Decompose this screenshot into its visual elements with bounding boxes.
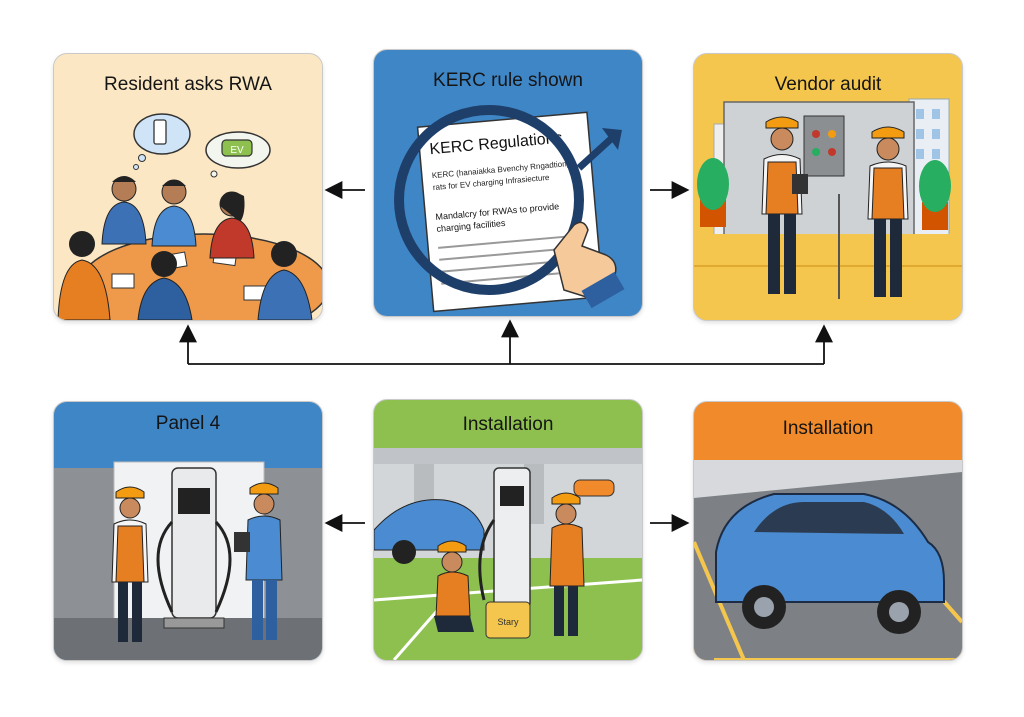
panel-title: KERC rule shown [433,70,583,91]
blue-car [374,499,485,551]
charger-icon [153,119,167,145]
technician-1 [111,486,149,642]
audit-scene [694,98,962,320]
charger-screen [178,488,210,514]
panel-title: Resident asks RWA [104,74,272,95]
resident-person-2 [151,179,197,247]
installer-kneeling [434,540,474,632]
charging-cable [214,520,232,613]
vendor-worker-2 [867,126,909,297]
tablet-icon [234,532,250,552]
resident-person-6 [257,241,313,320]
installation-scene: Stary [374,448,642,660]
breaker-panel [803,115,845,177]
charging-cable [156,520,174,613]
document-scene: KERC Regulations KERC (hanaiakka Bvenchy… [394,105,625,313]
clipboard-icon [792,174,808,194]
orange-car [573,479,615,497]
panel-title: Installation [782,418,874,439]
installer-standing [549,492,585,636]
panel-4: Panel 4 [53,401,323,661]
panel-vendor-audit: Vendor audit [693,53,963,321]
panel-installation-charger: Stary Installation [373,399,643,661]
panel-resident-asks-rwa: Resident asks RWA EV [53,53,323,321]
resident-person-1 [101,176,147,245]
panel-title: Panel 4 [155,413,221,434]
panel-kerc-rule-shown: KERC rule shown KERC Regulations KERC (h… [373,49,643,317]
magnifier-ring-icon [394,105,584,295]
vendor-worker-1 [761,116,808,294]
resident-person-5 [137,251,193,320]
meeting-scene: EV [57,113,322,320]
charger-scene [54,448,322,660]
panel-title: Vendor audit [774,74,882,95]
panel-title: Installation [462,414,554,435]
charger-kit-box [485,601,531,639]
technician-2 [234,482,283,640]
ev-label: EV [230,145,244,156]
panel-installation-parked-car: Installation [693,401,963,661]
car-windshield [754,502,904,534]
parking-scene [694,460,962,660]
resident-person-3 [209,191,255,259]
car-icon [221,139,253,157]
trend-arrow-icon [576,135,615,171]
resident-person-4 [57,231,111,320]
charger-kit-label: Stary [497,617,519,627]
